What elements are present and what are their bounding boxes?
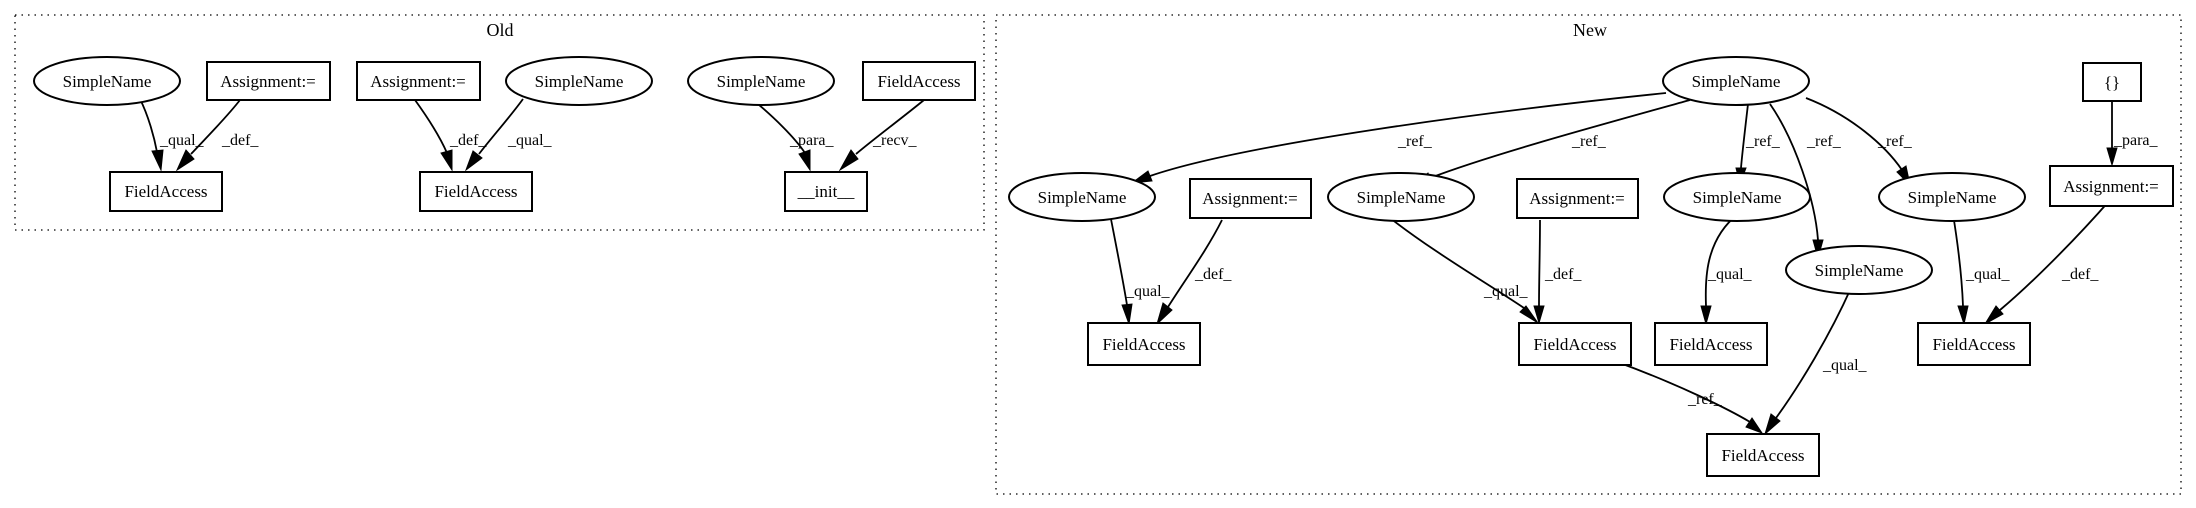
svg-text:FieldAccess: FieldAccess (124, 182, 207, 201)
svg-text:SimpleName: SimpleName (1815, 261, 1904, 280)
edge-sn-a-to-fa-a: _qual_ (1109, 213, 1171, 325)
svg-text:Assignment:=: Assignment:= (1202, 189, 1298, 208)
edge-fa-b-to-fa-e: _ref_ (1619, 362, 1764, 435)
svg-text:SimpleName: SimpleName (63, 72, 152, 91)
edge-old-as1-to-fa1: _def_ (175, 99, 259, 172)
node-old-assignment-1[interactable]: Assignment:= (206, 61, 331, 101)
edge-as-c-to-fa-d: _def_ (1983, 199, 2111, 326)
edge-label: _ref_ (1571, 133, 1607, 150)
edge-sn-c-to-fa-c: _qual_ (1700, 213, 1753, 326)
svg-text:FieldAccess: FieldAccess (1669, 335, 1752, 354)
node-new-fieldaccess-d[interactable]: FieldAccess (1917, 322, 2031, 366)
edge-label: _qual_ (1707, 266, 1753, 283)
edge-root-to-sn-d: _ref_ (1769, 103, 1842, 260)
edge-label: _qual_ (1822, 357, 1868, 374)
node-new-simplename-root[interactable]: SimpleName (1662, 56, 1810, 106)
edge-label: _ref_ (1745, 133, 1781, 150)
svg-text:SimpleName: SimpleName (1038, 188, 1127, 207)
edge-label: _qual_ (507, 132, 553, 149)
cluster-old: Old (14, 14, 985, 231)
edge-sn-b-to-fa-b: _qual_ (1384, 213, 1539, 324)
node-old-init[interactable]: __init__ (784, 171, 868, 212)
svg-text:SimpleName: SimpleName (1908, 188, 1997, 207)
edges: _qual_ _def_ _def_ _qual_ _para_ _recv_ (139, 92, 2159, 436)
cluster-new: New (995, 14, 2182, 495)
edge-label: _qual_ (1483, 283, 1529, 300)
edge-label: _qual_ (159, 132, 205, 149)
node-old-simplename-3[interactable]: SimpleName (687, 56, 835, 106)
node-new-simplename-d[interactable]: SimpleName (1785, 245, 1933, 295)
node-new-fieldaccess-a[interactable]: FieldAccess (1087, 322, 1201, 366)
edge-label: _ref_ (1687, 391, 1723, 408)
edge-old-sn3-to-init: _para_ (751, 98, 835, 172)
node-old-fieldaccess-1[interactable]: FieldAccess (109, 171, 223, 212)
edge-old-sn1-to-fa1: _qual_ (139, 98, 205, 172)
svg-text:SimpleName: SimpleName (1693, 188, 1782, 207)
edge-label: _para_ (2113, 132, 2159, 149)
edge-root-to-sn-c: _ref_ (1735, 103, 1781, 186)
node-old-fieldaccess-3[interactable]: FieldAccess (862, 61, 976, 101)
node-new-assignment-b[interactable]: Assignment:= (1516, 178, 1639, 219)
edge-old-as2-to-fa2: _def_ (414, 99, 487, 172)
svg-text:FieldAccess: FieldAccess (877, 72, 960, 91)
svg-text:__init__: __init__ (797, 182, 855, 201)
edge-as-b-to-fa-b: _def_ (1533, 219, 1582, 325)
edge-label: _def_ (1544, 266, 1582, 283)
cluster-new-label: New (1573, 20, 1607, 40)
svg-text:Assignment:=: Assignment:= (220, 72, 316, 91)
svg-text:FieldAccess: FieldAccess (1102, 335, 1185, 354)
node-new-simplename-a[interactable]: SimpleName (1008, 172, 1156, 222)
svg-text:FieldAccess: FieldAccess (434, 182, 517, 201)
cluster-old-label: Old (487, 20, 514, 40)
node-old-assignment-2[interactable]: Assignment:= (356, 61, 481, 101)
node-new-simplename-e[interactable]: SimpleName (1878, 172, 2026, 222)
svg-text:Assignment:=: Assignment:= (2063, 177, 2159, 196)
node-old-simplename-2[interactable]: SimpleName (505, 56, 653, 106)
edge-as-a-to-fa-a: _def_ (1156, 219, 1232, 326)
edge-label: _qual_ (1125, 283, 1171, 300)
edge-label: _ref_ (1397, 133, 1433, 150)
edge-label: _def_ (221, 132, 259, 149)
edge-label: _qual_ (1965, 266, 2011, 283)
edge-label: _para_ (789, 132, 835, 149)
edge-label: _def_ (1194, 266, 1232, 283)
edge-label: _recv_ (872, 132, 918, 149)
node-new-fieldaccess-b[interactable]: FieldAccess (1518, 322, 1632, 366)
svg-text:SimpleName: SimpleName (1357, 188, 1446, 207)
node-new-simplename-b[interactable]: SimpleName (1327, 172, 1475, 222)
edge-label: _ref_ (1806, 133, 1842, 150)
node-old-fieldaccess-2[interactable]: FieldAccess (419, 171, 533, 212)
node-new-fieldaccess-e[interactable]: FieldAccess (1706, 433, 1820, 477)
edge-old-fa3-to-init: _recv_ (838, 99, 925, 172)
node-new-braces[interactable]: {} (2082, 62, 2142, 102)
svg-text:FieldAccess: FieldAccess (1932, 335, 2015, 354)
svg-text:{}: {} (2104, 73, 2120, 92)
svg-text:FieldAccess: FieldAccess (1533, 335, 1616, 354)
node-new-simplename-c[interactable]: SimpleName (1663, 172, 1811, 222)
node-new-assignment-a[interactable]: Assignment:= (1189, 178, 1312, 219)
svg-text:FieldAccess: FieldAccess (1721, 446, 1804, 465)
svg-text:SimpleName: SimpleName (717, 72, 806, 91)
edge-root-to-sn-b: _ref_ (1410, 99, 1691, 186)
edge-label: _def_ (2061, 266, 2099, 283)
edge-braces-to-as-c: _para_ (2106, 102, 2159, 167)
node-new-assignment-c[interactable]: Assignment:= (2049, 165, 2174, 207)
node-new-fieldaccess-c[interactable]: FieldAccess (1654, 322, 1768, 366)
cluster-new-frame (995, 14, 2182, 495)
svg-text:SimpleName: SimpleName (1692, 72, 1781, 91)
svg-text:Assignment:=: Assignment:= (370, 72, 466, 91)
edge-sn-e-to-fa-d: _qual_ (1952, 213, 2011, 326)
edge-label: _def_ (449, 132, 487, 149)
svg-text:SimpleName: SimpleName (535, 72, 624, 91)
edge-old-sn2-to-fa2: _qual_ (464, 98, 553, 172)
edge-root-to-sn-a: _ref_ (1130, 92, 1667, 184)
node-old-simplename-1[interactable]: SimpleName (33, 56, 181, 106)
edge-label: _ref_ (1877, 133, 1913, 150)
svg-text:Assignment:=: Assignment:= (1529, 189, 1625, 208)
edge-sn-d-to-fa-e: _qual_ (1764, 287, 1868, 436)
